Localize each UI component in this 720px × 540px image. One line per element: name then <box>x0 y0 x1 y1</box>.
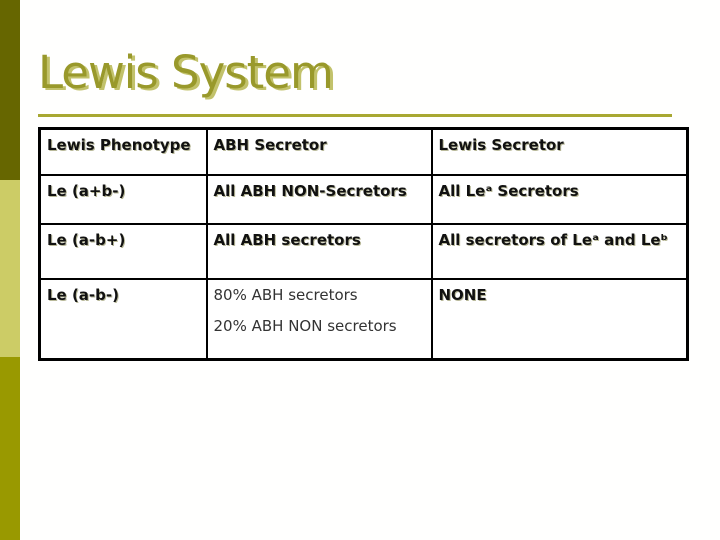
header-lewis-phenotype: Lewis Phenotype <box>38 127 208 176</box>
cell-phenotype: Le (a-b-) <box>38 277 208 361</box>
slide-title: Lewis System <box>38 46 334 99</box>
cell-abh-secretor: All ABH secretors <box>205 222 433 280</box>
cell-phenotype: Le (a-b+) <box>38 222 208 280</box>
table-row: Le (a+b-) All ABH NON-Secretors All Leᵃ … <box>38 173 689 225</box>
sidebar-accent-bar <box>0 0 20 540</box>
header-lewis-secretor: Lewis Secretor <box>430 127 689 176</box>
cell-lewis-secretor: All secretors of Leᵃ and Leᵇ <box>430 222 689 280</box>
sidebar-segment-dark <box>0 0 20 180</box>
cell-lewis-secretor: All Leᵃ Secretors <box>430 173 689 225</box>
header-abh-secretor: ABH Secretor <box>205 127 433 176</box>
cell-lewis-secretor: NONE <box>430 277 689 361</box>
cell-abh-secretor-line2: 20% ABH NON secretors <box>213 317 397 336</box>
cell-abh-secretor: 80% ABH secretors 20% ABH NON secretors <box>205 277 433 361</box>
cell-abh-secretor: All ABH NON-Secretors <box>205 173 433 225</box>
sidebar-segment-medium <box>0 357 20 540</box>
title-underline <box>38 114 672 117</box>
cell-lewis-secretor-text: All secretors of Leᵃ and Leᵇ <box>438 230 668 249</box>
lewis-phenotype-table: Lewis Phenotype ABH Secretor Lewis Secre… <box>38 127 689 361</box>
cell-phenotype: Le (a+b-) <box>38 173 208 225</box>
table-row: Le (a-b-) 80% ABH secretors 20% ABH NON … <box>38 277 689 361</box>
sidebar-segment-light <box>0 180 20 357</box>
table-header-row: Lewis Phenotype ABH Secretor Lewis Secre… <box>38 127 689 176</box>
cell-abh-secretor-line1: 80% ABH secretors <box>213 285 358 304</box>
table-row: Le (a-b+) All ABH secretors All secretor… <box>38 222 689 280</box>
